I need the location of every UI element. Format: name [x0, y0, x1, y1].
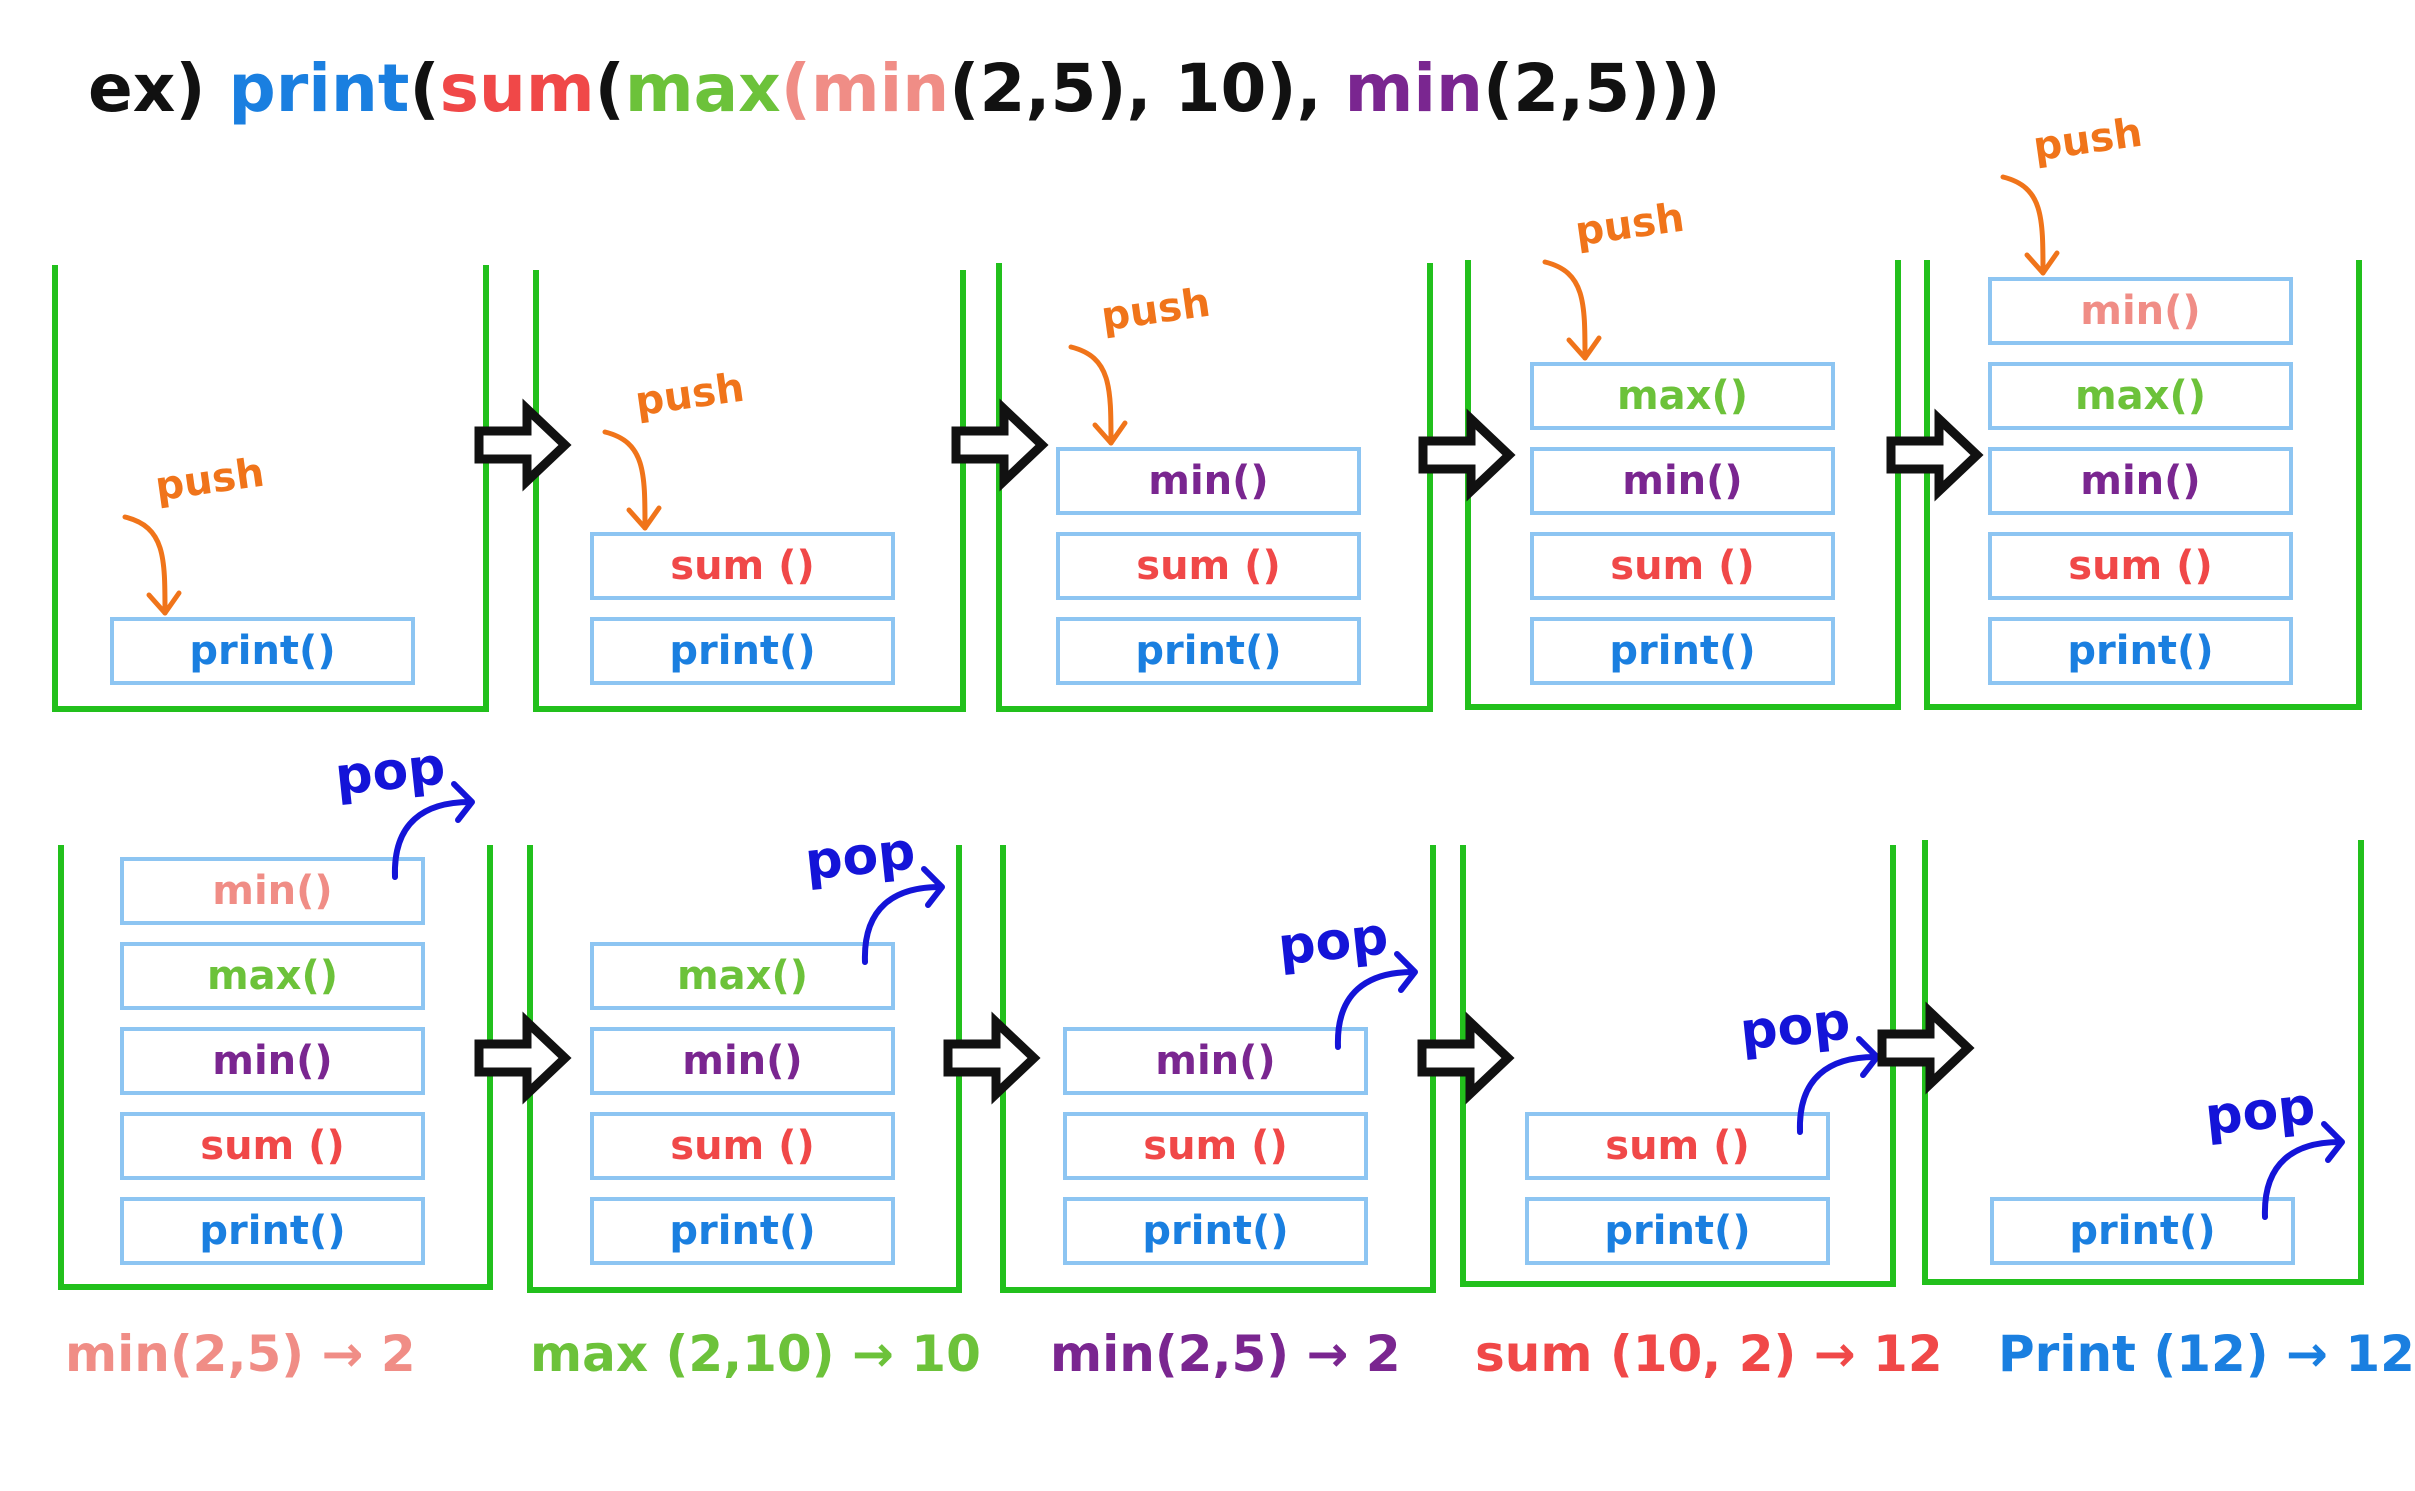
example-expression: ex) print(sum(max(min(2,5), 10), min(2,5… [88, 50, 1721, 127]
stack-item: print() [120, 1197, 425, 1265]
stack-item: max() [590, 942, 895, 1010]
step-result: sum (10, 2) → 12 [1475, 1325, 1943, 1383]
stack-item: min() [120, 1027, 425, 1095]
stack-item: sum () [1530, 532, 1835, 600]
stack-item: sum () [590, 532, 895, 600]
pop-label: pop [2202, 1076, 2319, 1148]
push-label: push [2030, 109, 2146, 171]
pop-label: pop [332, 736, 449, 808]
stack-item: min() [120, 857, 425, 925]
stack-item: sum () [590, 1112, 895, 1180]
stack-item: print() [1990, 1197, 2295, 1265]
stack-item: print() [1530, 617, 1835, 685]
stack-item: min() [1063, 1027, 1368, 1095]
expression-part: ( [594, 50, 625, 127]
step-result: min(2,5) → 2 [65, 1325, 416, 1383]
stack-item: max() [120, 942, 425, 1010]
stack-item: min() [1056, 447, 1361, 515]
pop-label: pop [1737, 991, 1854, 1063]
stack-item: min() [590, 1027, 895, 1095]
stack-item: print() [1988, 617, 2293, 685]
push-label: push [1572, 194, 1688, 256]
expression-part: min [810, 50, 950, 127]
step-result: min(2,5) → 2 [1050, 1325, 1401, 1383]
expression-parts: print(sum(max(min(2,5), 10), min(2,5))) [228, 50, 1720, 127]
stack-item: print() [1056, 617, 1361, 685]
stack-item: print() [590, 617, 895, 685]
stack-item: print() [1525, 1197, 1830, 1265]
stack-item: sum () [1056, 532, 1361, 600]
expression-part: (2,5), 10), [949, 50, 1345, 127]
expression-part: print [228, 50, 410, 127]
expression-part: ( [780, 50, 811, 127]
pop-label: pop [802, 821, 919, 893]
stack-item: min() [1988, 277, 2293, 345]
expression-part: sum [439, 50, 595, 127]
stack-item: max() [1988, 362, 2293, 430]
expression-part: min [1344, 50, 1484, 127]
expression-part: (2,5))) [1483, 50, 1721, 127]
example-prefix: ex) [88, 50, 206, 127]
stack-item: sum () [1988, 532, 2293, 600]
expression-part: max [624, 50, 781, 127]
expression-part: ( [409, 50, 440, 127]
stack-item: min() [1530, 447, 1835, 515]
stack-item: print() [110, 617, 415, 685]
stack-item: min() [1988, 447, 2293, 515]
stack-item: print() [1063, 1197, 1368, 1265]
stack-item: sum () [1063, 1112, 1368, 1180]
stack-item: sum () [120, 1112, 425, 1180]
stack-item: max() [1530, 362, 1835, 430]
step-result: max (2,10) → 10 [530, 1325, 981, 1383]
stack-item: print() [590, 1197, 895, 1265]
stack-item: sum () [1525, 1112, 1830, 1180]
pop-label: pop [1275, 906, 1392, 978]
step-result: Print (12) → 12 [1998, 1325, 2415, 1383]
